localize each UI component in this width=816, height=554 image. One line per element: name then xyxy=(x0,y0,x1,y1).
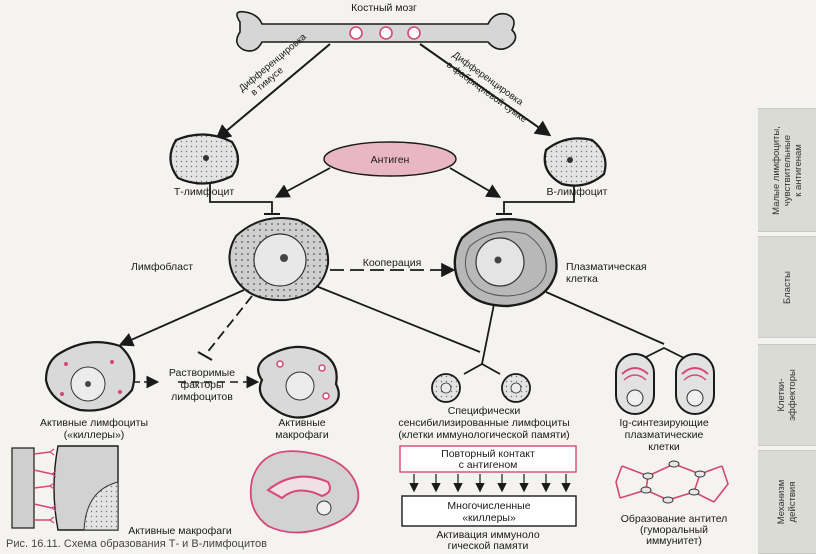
memory-cell-left xyxy=(431,373,461,403)
killers-label-2: «киллеры» xyxy=(462,512,516,524)
bone-marrow-label: Костный мозг xyxy=(351,2,417,14)
plasma-to-ig-line xyxy=(545,291,665,345)
plasma-cell-label-2: клетка xyxy=(566,273,598,285)
memory-cells-label-1: Специфически xyxy=(448,405,521,417)
lymphoblast-to-factors-dashed xyxy=(205,295,253,355)
lymphoblast-label: Лимфобласт xyxy=(131,261,193,273)
figure-caption: Рис. 16.11. Схема образования Т- и В-лим… xyxy=(6,538,267,550)
ig-fork xyxy=(643,346,685,359)
bone-marrow xyxy=(236,10,517,52)
soluble-factors-label-3: лимфоцитов xyxy=(171,391,233,403)
killers-label-1: Многочисленные xyxy=(447,500,530,512)
repeat-contact-box xyxy=(399,445,577,473)
side-panel-text: Клетки- xyxy=(775,378,787,412)
t-lymphocyte-label: Т-лимфоцит xyxy=(174,186,234,198)
plasma-cell xyxy=(453,218,558,308)
active-lymphocyte-cell xyxy=(44,341,136,412)
side-panel-text: Малые лимфоциты, xyxy=(770,125,782,215)
plasma-to-memory-line xyxy=(481,303,495,365)
side-panel-text: Бласты xyxy=(781,270,793,304)
repeat-contact-label-1: Повторный контакт xyxy=(441,448,535,460)
antigen-label: Антиген xyxy=(371,154,410,166)
ig-plasma-cell-right xyxy=(675,353,715,415)
ig-cells-label-2: плазматические xyxy=(625,429,704,441)
marrow-cell xyxy=(379,26,393,40)
b-lymphocyte-cell xyxy=(543,137,607,187)
antibody-nodes xyxy=(640,460,706,504)
repeat-contact-label-2: с антигеном xyxy=(459,459,518,471)
lymphoblast-cell xyxy=(228,217,330,302)
active-macrophages-label-2: макрофаги xyxy=(275,429,329,441)
memory-cells-label-2: сенсибилизированные лимфоциты xyxy=(398,417,569,429)
antibody-label-2: (гуморальный xyxy=(640,524,708,536)
ig-plasma-cell-left xyxy=(615,353,655,415)
soluble-factors-label-2: факторы xyxy=(180,379,223,391)
antigen-to-lymphoblast-arrow xyxy=(274,167,331,198)
side-panel-text: Механизм xyxy=(776,479,787,525)
cooperation-label: Кооперация xyxy=(363,257,422,269)
killers-box xyxy=(401,495,577,527)
side-panel-text: действия xyxy=(787,481,798,523)
t-to-lymphoblast-line xyxy=(209,182,273,214)
active-macrophages-label-1: Активные xyxy=(278,417,325,429)
antibody-label-3: иммунитет) xyxy=(646,535,702,547)
side-panel-effectors: Клетки- эффекторы xyxy=(758,344,816,446)
soluble-factors-label-1: Растворимые xyxy=(169,367,235,379)
activation-label-2: гической памяти xyxy=(448,540,529,552)
lymphoblast-to-memory-line xyxy=(315,285,481,353)
active-lymphocytes-label-2: («киллеры») xyxy=(64,429,125,441)
thymus-arrow xyxy=(214,43,331,141)
ig-cells-label-1: Ig-синтезирующие xyxy=(619,417,708,429)
active-lymphocytes-label-1: Активные лимфоциты xyxy=(40,417,148,429)
marrow-cell xyxy=(407,26,421,40)
b-lymphocyte-label: В-лимфоцит xyxy=(547,186,608,198)
repeat-contact-arrows xyxy=(409,474,571,493)
antigen-ellipse xyxy=(323,141,457,177)
memory-cell-right xyxy=(501,373,531,403)
side-panel-mechanism: Механизм действия xyxy=(758,450,816,554)
memory-fork xyxy=(463,362,501,375)
b-to-plasma-line xyxy=(503,186,575,214)
memory-cells-label-3: (клетки иммунологической памяти) xyxy=(398,429,569,441)
active-macrophage-cell xyxy=(257,345,340,419)
side-panel-text: чувствительные xyxy=(781,134,793,206)
active-macrophages-bottom-label: Активные макрофаги xyxy=(128,525,232,537)
activation-label-1: Активация иммуноло xyxy=(436,529,539,541)
plasma-cell-label-1: Плазматическая xyxy=(566,261,647,273)
antibody-network-illustration xyxy=(615,463,729,503)
killer-contact-illustration xyxy=(11,445,119,531)
antibody-label-1: Образование антител xyxy=(621,513,728,525)
side-panel-small-lymphocytes: Малые лимфоциты, чувствительные к антиге… xyxy=(758,108,816,232)
side-panel-blasts: Бласты xyxy=(758,236,816,338)
side-panel-text: к антигенам xyxy=(792,143,804,197)
antigen-to-plasma-arrow xyxy=(449,167,502,198)
lymphoblast-to-killers-arrow xyxy=(118,289,245,347)
macrophage-engulfing-illustration xyxy=(249,450,360,534)
factors-bar xyxy=(197,351,213,361)
ig-cells-label-3: клетки xyxy=(648,441,680,453)
t-lymphocyte-cell xyxy=(169,133,240,185)
marrow-cell xyxy=(349,26,363,40)
fabricius-arrow xyxy=(419,43,552,137)
side-panel-text: эффекторы xyxy=(786,369,798,421)
